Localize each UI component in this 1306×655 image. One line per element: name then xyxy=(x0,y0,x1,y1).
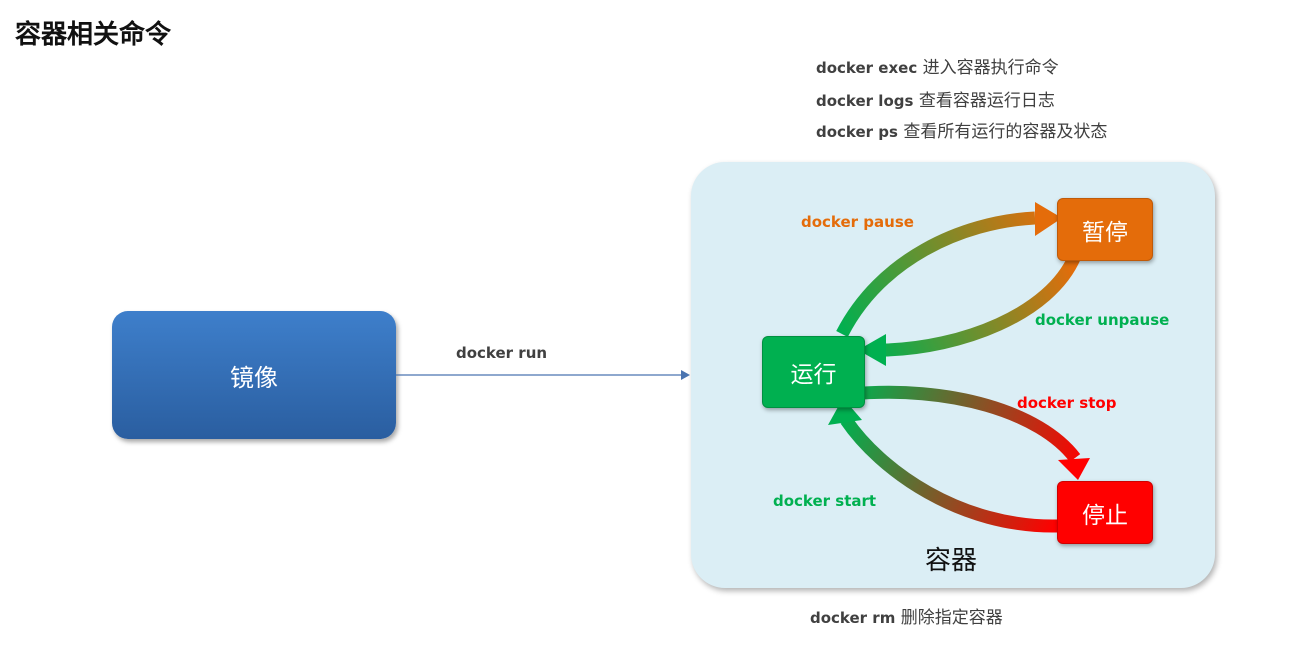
command-rm-name: docker rm xyxy=(810,609,896,627)
state-paused: 暂停 xyxy=(1057,198,1153,261)
start-arrow xyxy=(828,398,1059,533)
state-paused-label: 暂停 xyxy=(1082,219,1128,246)
command-logs: docker logs 查看容器运行日志 xyxy=(816,90,1055,112)
command-rm-desc: 删除指定容器 xyxy=(900,608,1003,628)
pause-arrow xyxy=(836,202,1062,337)
command-logs-name: docker logs xyxy=(816,92,914,110)
state-stopped: 停止 xyxy=(1057,481,1153,544)
image-node: 镜像 xyxy=(112,311,396,439)
command-ps-name: docker ps xyxy=(816,123,898,141)
pause-label: docker pause xyxy=(801,213,914,231)
stop-arrow xyxy=(849,385,1090,480)
image-node-label: 镜像 xyxy=(230,363,278,392)
command-ps-desc: 查看所有运行的容器及状态 xyxy=(903,122,1108,142)
page-title: 容器相关命令 xyxy=(15,20,172,50)
state-stopped-label: 停止 xyxy=(1082,502,1128,529)
state-running: 运行 xyxy=(762,336,865,408)
command-ps: docker ps 查看所有运行的容器及状态 xyxy=(816,121,1107,143)
command-exec-desc: 进入容器执行命令 xyxy=(922,58,1059,78)
stop-label: docker stop xyxy=(1017,394,1117,412)
start-label: docker start xyxy=(773,492,877,510)
command-rm: docker rm 删除指定容器 xyxy=(810,607,1003,629)
command-exec: docker exec 进入容器执行命令 xyxy=(816,57,1059,79)
state-running-label: 运行 xyxy=(790,362,837,388)
command-logs-desc: 查看容器运行日志 xyxy=(918,91,1055,111)
unpause-label: docker unpause xyxy=(1035,311,1170,329)
command-exec-name: docker exec xyxy=(816,59,918,77)
run-edge-label: docker run xyxy=(456,344,548,362)
run-edge-arrowhead xyxy=(681,370,690,380)
container-label: 容器 xyxy=(925,546,978,576)
unpause-arrow xyxy=(858,253,1081,366)
